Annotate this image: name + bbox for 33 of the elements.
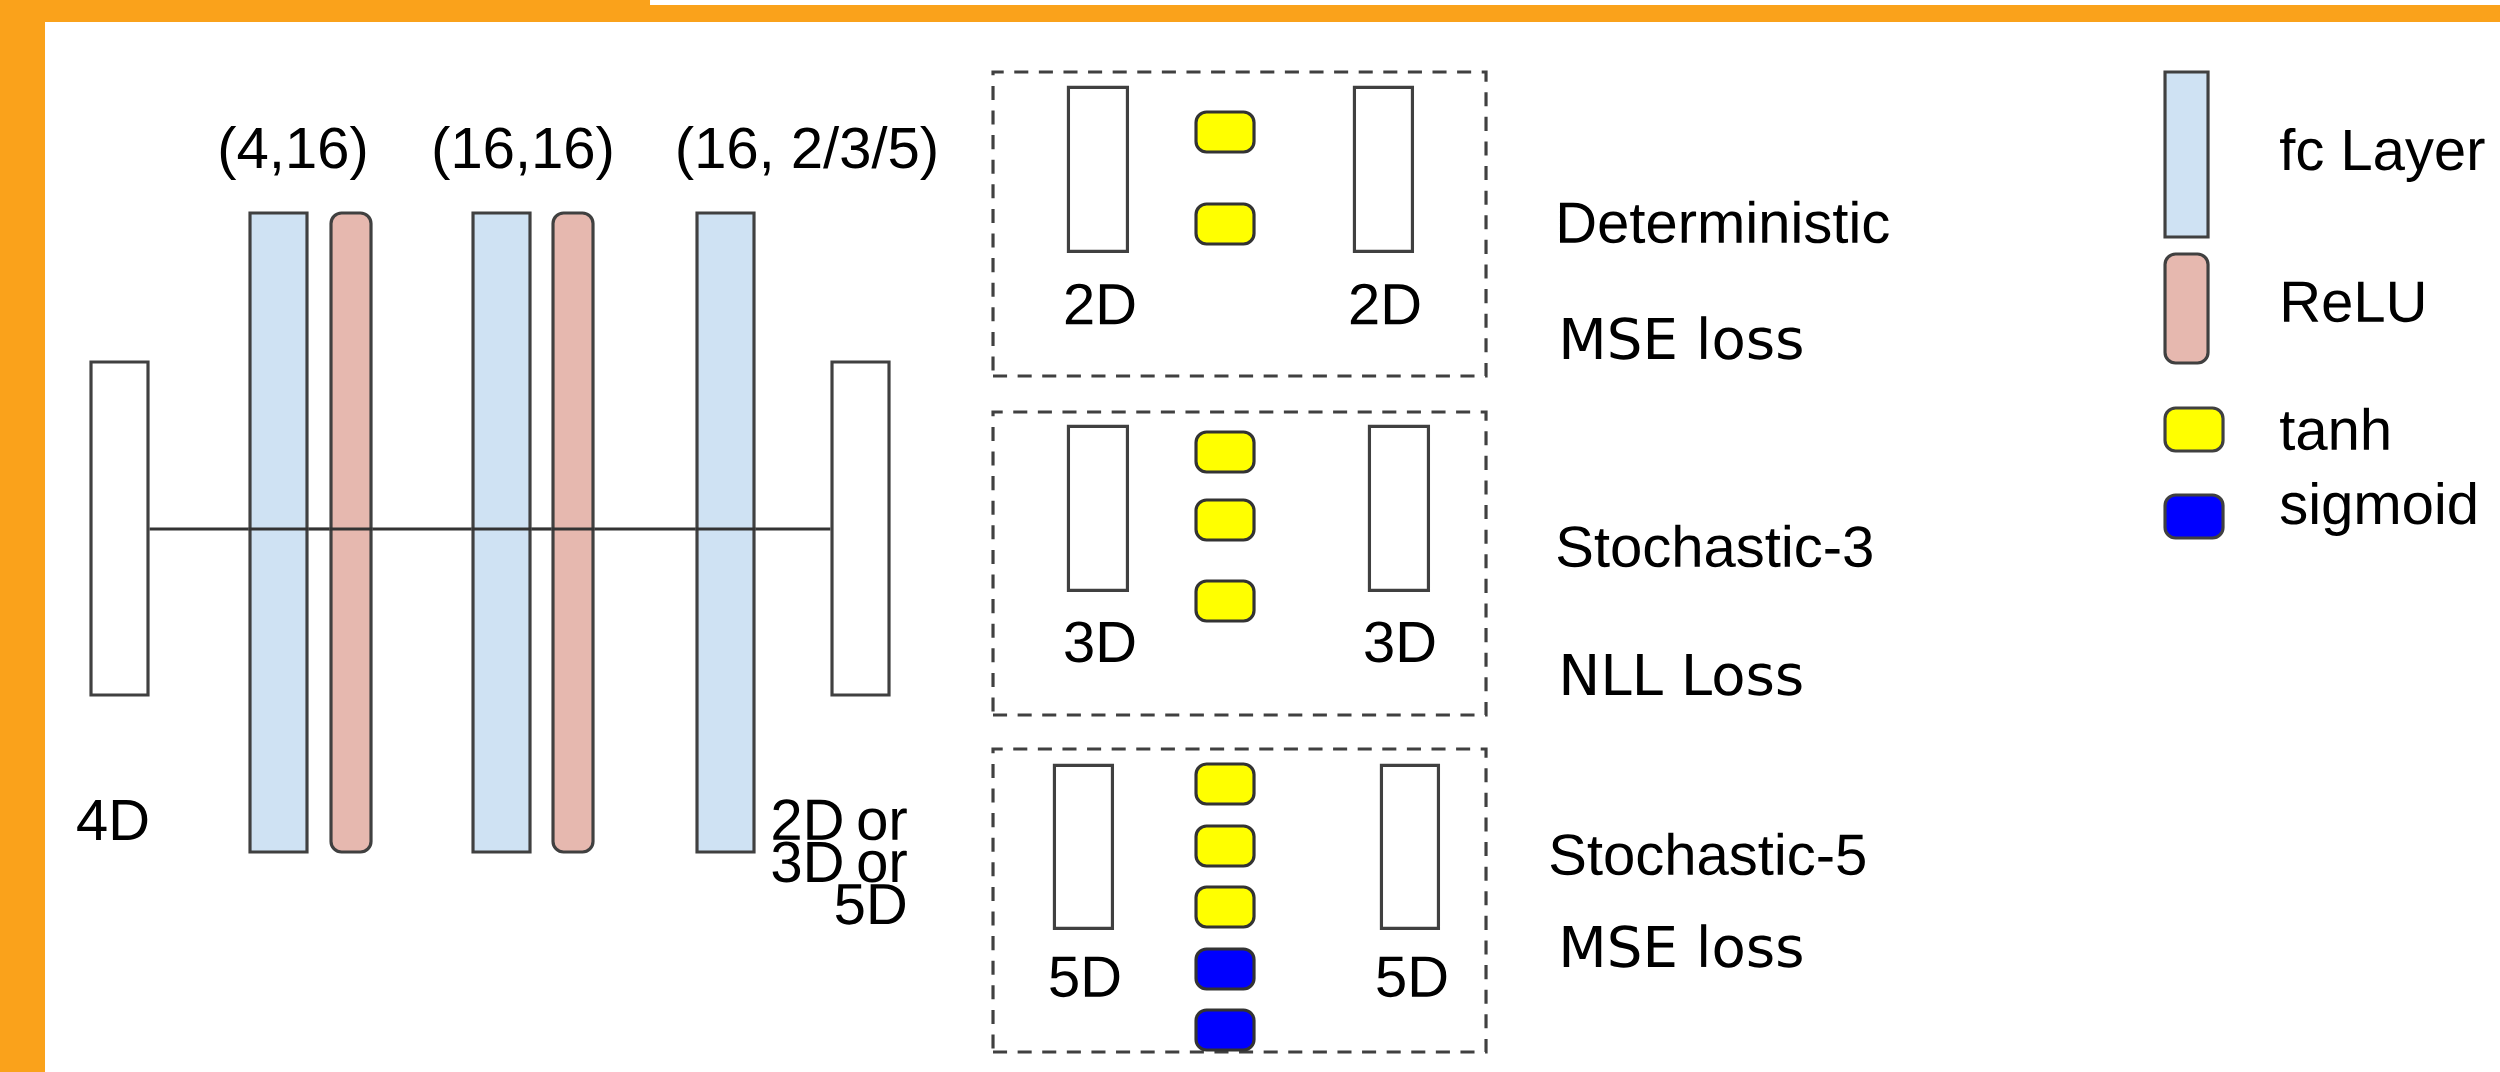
connector-line: [372, 527, 472, 531]
dimension-label: 2D or 3D or 5D: [772, 799, 907, 925]
connector-line: [755, 527, 831, 531]
layer-bar: [695, 211, 756, 854]
dimension-label: Stochastic-5: [1550, 832, 1865, 876]
legend-label: ReLU: [2284, 281, 2424, 323]
dimension-label: MSE loss: [1563, 924, 1802, 968]
dimension-label: MSE loss: [1563, 316, 1802, 360]
connector-line: [149, 527, 249, 531]
connector-line: [531, 527, 552, 531]
layer-size-label: (16,16): [434, 126, 612, 180]
vector-box: [830, 360, 891, 697]
dimension-label: 3D: [1065, 621, 1135, 663]
connector-line: [308, 527, 330, 531]
layer-bar: [471, 211, 532, 854]
dimension-label: 2D: [1065, 283, 1135, 325]
dimension-label: Stochastic-3: [1557, 524, 1872, 568]
dimension-label: 2D: [1350, 283, 1420, 325]
dimension-label: 5D: [1050, 956, 1120, 998]
dimension-label: NLL Loss: [1563, 654, 1802, 696]
dimension-label: 5D: [1377, 956, 1447, 998]
dimension-label: Deterministic: [1560, 200, 1889, 244]
legend-label: fc Layer: [2280, 128, 2485, 182]
dimension-label: 4D: [77, 800, 148, 840]
layer-bar: [329, 211, 373, 854]
layer-size-label: (16, 2/3/5): [678, 126, 936, 180]
layer-bar: [551, 211, 595, 854]
connector-line: [594, 527, 696, 531]
layer-bar: [248, 211, 309, 854]
layer-size-label: (4,16): [220, 126, 366, 180]
legend-label: tanh: [2280, 407, 2389, 451]
dimension-label: 3D: [1365, 621, 1435, 663]
legend-label: sigmoid: [2280, 481, 2476, 536]
